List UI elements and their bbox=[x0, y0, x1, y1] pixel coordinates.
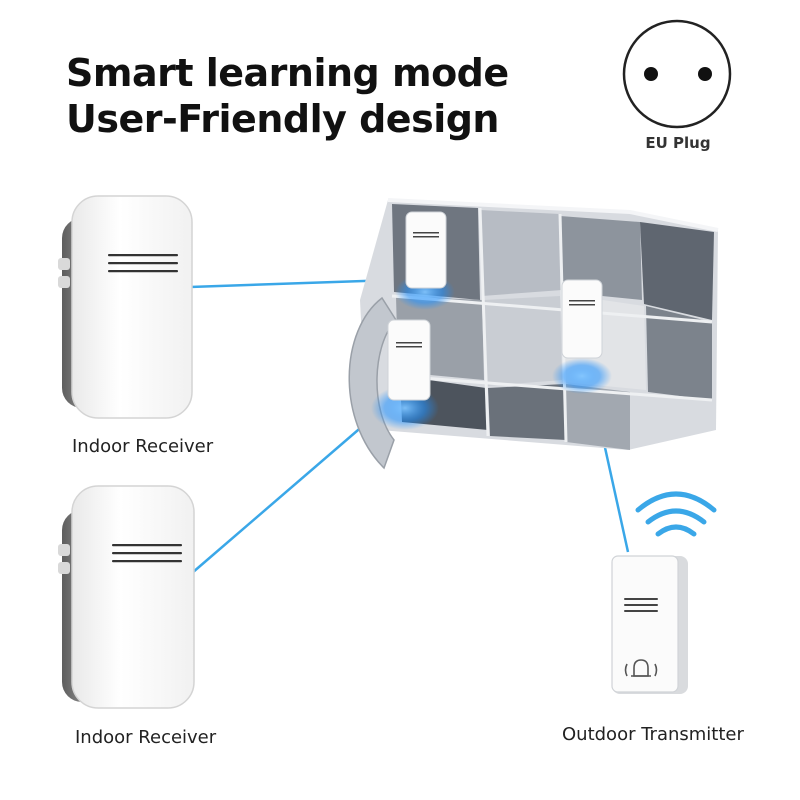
plan-device-2 bbox=[387, 319, 431, 401]
wifi-signal-icon bbox=[635, 491, 717, 537]
indoor-receiver-1 bbox=[58, 195, 193, 419]
indoor-receiver-2 bbox=[58, 485, 195, 709]
headline-line-1: Smart learning mode bbox=[66, 51, 509, 95]
indoor-receiver-2-label: Indoor Receiver bbox=[75, 727, 217, 748]
speaker-grille bbox=[108, 254, 178, 273]
headline-line-2: User-Friendly design bbox=[66, 97, 499, 141]
eu-plug-icon bbox=[622, 19, 732, 129]
transmitter-grille bbox=[624, 598, 658, 612]
plan-device-3 bbox=[561, 279, 603, 359]
plan-device-1 bbox=[405, 211, 447, 289]
eu-plug-label: EU Plug bbox=[645, 134, 711, 152]
indoor-receiver-1-label: Indoor Receiver bbox=[72, 436, 214, 457]
outdoor-transmitter bbox=[611, 555, 688, 694]
headline: Smart learning mode User-Friendly design bbox=[66, 50, 509, 142]
speaker-grille bbox=[112, 544, 182, 563]
bell-icon bbox=[624, 659, 658, 677]
outdoor-transmitter-label: Outdoor Transmitter bbox=[562, 724, 744, 745]
